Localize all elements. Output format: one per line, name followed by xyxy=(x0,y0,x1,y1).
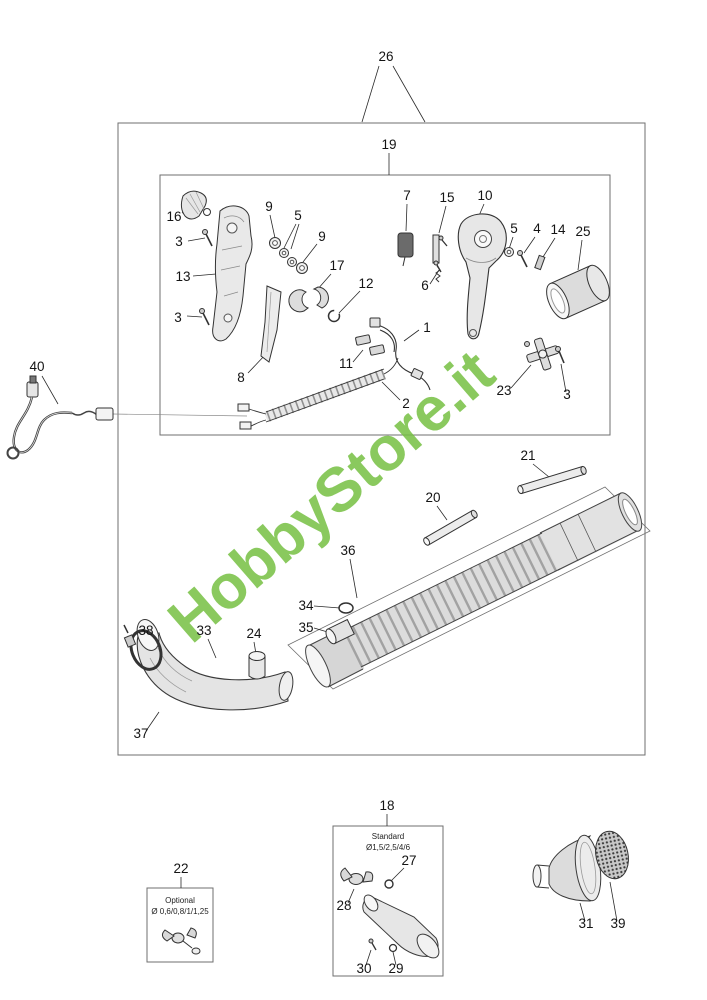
part-label-33: 33 xyxy=(196,623,211,638)
part-label-5b: 5 xyxy=(510,221,518,236)
part-label-7: 7 xyxy=(403,188,411,203)
part-30-screw xyxy=(368,938,377,951)
part-3-screw-a xyxy=(202,229,213,247)
part-15-bracket xyxy=(432,234,448,273)
optional-box-sizes: Ø 0,6/0,8/1/1,25 xyxy=(151,907,209,916)
part-label-16: 16 xyxy=(166,209,181,224)
optional-nozzle-part xyxy=(161,927,201,955)
part-31-funnel xyxy=(532,834,602,902)
part-label-27: 27 xyxy=(401,853,416,868)
part-1-wire-harness xyxy=(369,317,431,391)
part-17-clamp xyxy=(288,286,329,313)
optional-box-title: Optional xyxy=(165,896,195,905)
part-label-19: 19 xyxy=(381,137,396,152)
part-label-1: 1 xyxy=(423,320,431,335)
part-24-spacer xyxy=(248,651,266,680)
part-label-29: 29 xyxy=(388,961,403,976)
part-39-mesh-screen xyxy=(595,830,629,880)
part-label-11: 11 xyxy=(339,356,353,371)
part-label-15: 15 xyxy=(439,190,454,205)
part-label-13: 13 xyxy=(175,269,190,284)
part-36-flexible-hose xyxy=(305,492,643,688)
part-27-ring xyxy=(384,879,394,889)
part-label-34: 34 xyxy=(298,598,314,613)
part-label-12: 12 xyxy=(358,276,373,291)
part-12-snap-ring xyxy=(327,309,341,323)
part-13-handle-half xyxy=(212,205,253,342)
part-label-3c: 3 xyxy=(563,387,571,402)
part-label-35: 35 xyxy=(298,620,313,635)
part-8-lever-plate xyxy=(260,285,282,363)
part-20-tube xyxy=(423,509,478,546)
part-label-9a: 9 xyxy=(265,199,273,214)
part-label-3a: 3 xyxy=(175,234,183,249)
standard-nozzle-box xyxy=(332,825,444,977)
part-label-23: 23 xyxy=(496,383,511,398)
part-label-8: 8 xyxy=(237,370,245,385)
part-label-37: 37 xyxy=(133,726,148,741)
outer-frame xyxy=(117,122,646,756)
ring-terminal xyxy=(6,446,20,460)
part-label-20: 20 xyxy=(425,490,440,505)
part-4-screw xyxy=(517,250,528,268)
part-label-31: 31 xyxy=(578,916,593,931)
part-9-ring-a xyxy=(269,237,281,249)
optional-nozzle-box xyxy=(146,887,214,963)
standard-box-title: Standard xyxy=(372,832,404,841)
callout-texts: Optional Ø 0,6/0,8/1/1,25 Standard Ø1,5/… xyxy=(151,832,410,916)
part-28-wing-nut xyxy=(340,867,374,885)
part-label-40: 40 xyxy=(29,359,44,374)
part-label-21: 21 xyxy=(520,448,535,463)
part-5-washers xyxy=(279,248,297,267)
part-label-10: 10 xyxy=(477,188,492,203)
standard-nozzle-cone xyxy=(362,894,440,959)
part-2-throttle-cable xyxy=(237,357,399,430)
handle-assembly-frame xyxy=(159,174,611,436)
part-label-9b: 9 xyxy=(318,229,326,244)
part-label-5a: 5 xyxy=(294,208,302,223)
part-label-28: 28 xyxy=(336,898,351,913)
part-11-connectors xyxy=(355,334,385,356)
part-3-screw-c xyxy=(555,346,565,364)
part-3-screw-b xyxy=(199,308,210,326)
part-label-14: 14 xyxy=(550,222,566,237)
part-label-2: 2 xyxy=(402,396,410,411)
part-10-throttle-lever xyxy=(457,213,507,340)
part-34-ring xyxy=(338,602,354,614)
part-6-spring xyxy=(435,265,441,283)
part-label-38: 38 xyxy=(138,623,153,638)
cable-continuation-line xyxy=(112,413,248,417)
part-38-clamp xyxy=(123,624,163,671)
part-29-ring xyxy=(388,943,398,953)
part-label-3b: 3 xyxy=(174,310,182,325)
part-33-elbow-pipe xyxy=(136,619,294,711)
part-16-trigger xyxy=(180,190,211,220)
part-label-17: 17 xyxy=(329,258,344,273)
standard-box-sizes: Ø1,5/2,5/4/6 xyxy=(366,843,411,852)
part-21-tube xyxy=(517,465,587,495)
diagram-frames xyxy=(117,122,651,977)
part-label-36: 36 xyxy=(340,543,355,558)
part-labels: 26 19 40 16 3 13 3 8 9 5 9 17 12 11 1 2 … xyxy=(29,49,625,976)
part-label-4: 4 xyxy=(533,221,541,236)
part-label-6: 6 xyxy=(421,278,429,293)
part-25-sleeve xyxy=(546,264,610,320)
part-23-bracket xyxy=(524,337,560,371)
part-40-wiring xyxy=(6,375,114,460)
part-9-ring-b xyxy=(296,262,308,274)
part-label-26: 26 xyxy=(378,49,393,64)
part-label-22: 22 xyxy=(173,861,188,876)
part-14-pin xyxy=(534,254,546,271)
part-label-18: 18 xyxy=(379,798,394,813)
part-5-washer-b xyxy=(504,247,514,257)
part-7-switch xyxy=(397,232,414,267)
part-label-30: 30 xyxy=(356,961,371,976)
wire-connector xyxy=(95,407,114,421)
part-label-39: 39 xyxy=(610,916,625,931)
part-label-24: 24 xyxy=(246,626,262,641)
part-label-25: 25 xyxy=(575,224,590,239)
part-35-swivel-fitting xyxy=(325,618,355,645)
